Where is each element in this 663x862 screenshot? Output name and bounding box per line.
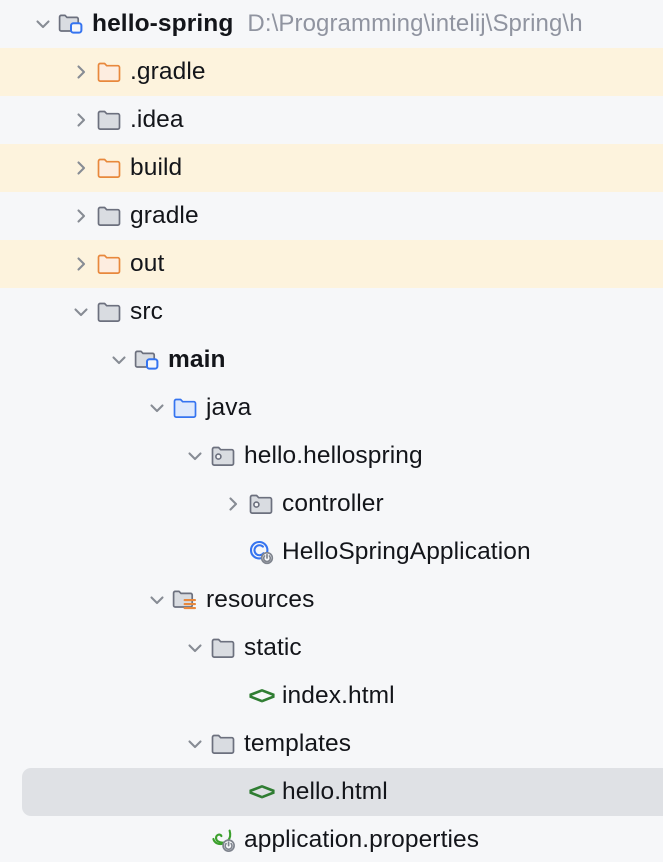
tree-row-label: templates (244, 730, 352, 757)
project-folder-icon (56, 9, 86, 39)
folder-orange-icon (94, 153, 124, 183)
chevron-down-icon[interactable] (144, 587, 170, 613)
tree-row[interactable]: <> index.html (0, 672, 663, 720)
tree-row-label: gradle (130, 202, 199, 229)
folder-blue-icon (170, 393, 200, 423)
project-path-label: D:\Programming\intelij\Spring\h (247, 10, 583, 37)
row-selection-highlight (22, 768, 663, 816)
tree-row[interactable]: .gradle (0, 48, 663, 96)
tree-row[interactable]: application.properties (0, 816, 663, 862)
tree-row[interactable]: gradle (0, 192, 663, 240)
twisty-spacer (220, 683, 246, 709)
chevron-down-icon[interactable] (30, 11, 56, 37)
tree-row-label: index.html (282, 682, 395, 709)
chevron-right-icon[interactable] (68, 203, 94, 229)
html-code-icon: <> (248, 681, 275, 710)
tree-row-label: main (168, 346, 226, 373)
tree-row[interactable]: build (0, 144, 663, 192)
tree-row[interactable]: resources (0, 576, 663, 624)
tree-row-label: hello-spring (92, 10, 234, 37)
twisty-spacer (182, 827, 208, 853)
chevron-right-icon[interactable] (68, 251, 94, 277)
chevron-down-icon[interactable] (144, 395, 170, 421)
tree-row[interactable]: templates (0, 720, 663, 768)
tree-row-label: src (130, 298, 163, 325)
tree-row[interactable]: controller (0, 480, 663, 528)
folder-gray-icon (94, 201, 124, 231)
tree-row-label: .idea (130, 106, 184, 133)
tree-row[interactable]: hello-spring D:\Programming\intelij\Sprin… (0, 0, 663, 48)
tree-row[interactable]: out (0, 240, 663, 288)
chevron-down-icon[interactable] (182, 731, 208, 757)
tree-row[interactable]: hello.hellospring (0, 432, 663, 480)
resources-folder-icon (170, 585, 200, 615)
tree-row[interactable]: .idea (0, 96, 663, 144)
chevron-right-icon[interactable] (68, 59, 94, 85)
chevron-down-icon[interactable] (182, 443, 208, 469)
tree-row[interactable]: static (0, 624, 663, 672)
chevron-down-icon[interactable] (106, 347, 132, 373)
tree-row-label: out (130, 250, 165, 277)
html-code-icon: <> (248, 777, 275, 806)
chevron-down-icon[interactable] (68, 299, 94, 325)
chevron-right-icon[interactable] (68, 107, 94, 133)
tree-row[interactable]: <> hello.html (0, 768, 663, 816)
chevron-right-icon[interactable] (220, 491, 246, 517)
tree-row[interactable]: main (0, 336, 663, 384)
folder-orange-icon (94, 57, 124, 87)
tree-row-label: controller (282, 490, 384, 517)
package-icon (246, 489, 276, 519)
module-folder-icon (132, 345, 162, 375)
spring-class-run-icon (246, 537, 276, 567)
folder-gray-icon (94, 105, 124, 135)
chevron-right-icon[interactable] (68, 155, 94, 181)
folder-gray-icon (208, 633, 238, 663)
tree-row-label: hello.html (282, 778, 388, 805)
tree-row[interactable]: java (0, 384, 663, 432)
package-icon (208, 441, 238, 471)
folder-gray-icon (208, 729, 238, 759)
tree-row[interactable]: HelloSpringApplication (0, 528, 663, 576)
tree-row[interactable]: src (0, 288, 663, 336)
twisty-spacer (220, 539, 246, 565)
folder-orange-icon (94, 249, 124, 279)
spring-properties-icon (208, 825, 238, 855)
tree-row-label: .gradle (130, 58, 206, 85)
chevron-down-icon[interactable] (182, 635, 208, 661)
tree-row-label: hello.hellospring (244, 442, 423, 469)
tree-row-label: resources (206, 586, 315, 613)
html-icon: <> (246, 777, 276, 807)
tree-row-label: application.properties (244, 826, 480, 853)
tree-row-label: HelloSpringApplication (282, 538, 531, 565)
html-icon: <> (246, 681, 276, 711)
twisty-spacer (220, 779, 246, 805)
tree-row-label: static (244, 634, 302, 661)
tree-row-label: build (130, 154, 183, 181)
tree-row-label: java (206, 394, 252, 421)
folder-gray-icon (94, 297, 124, 327)
